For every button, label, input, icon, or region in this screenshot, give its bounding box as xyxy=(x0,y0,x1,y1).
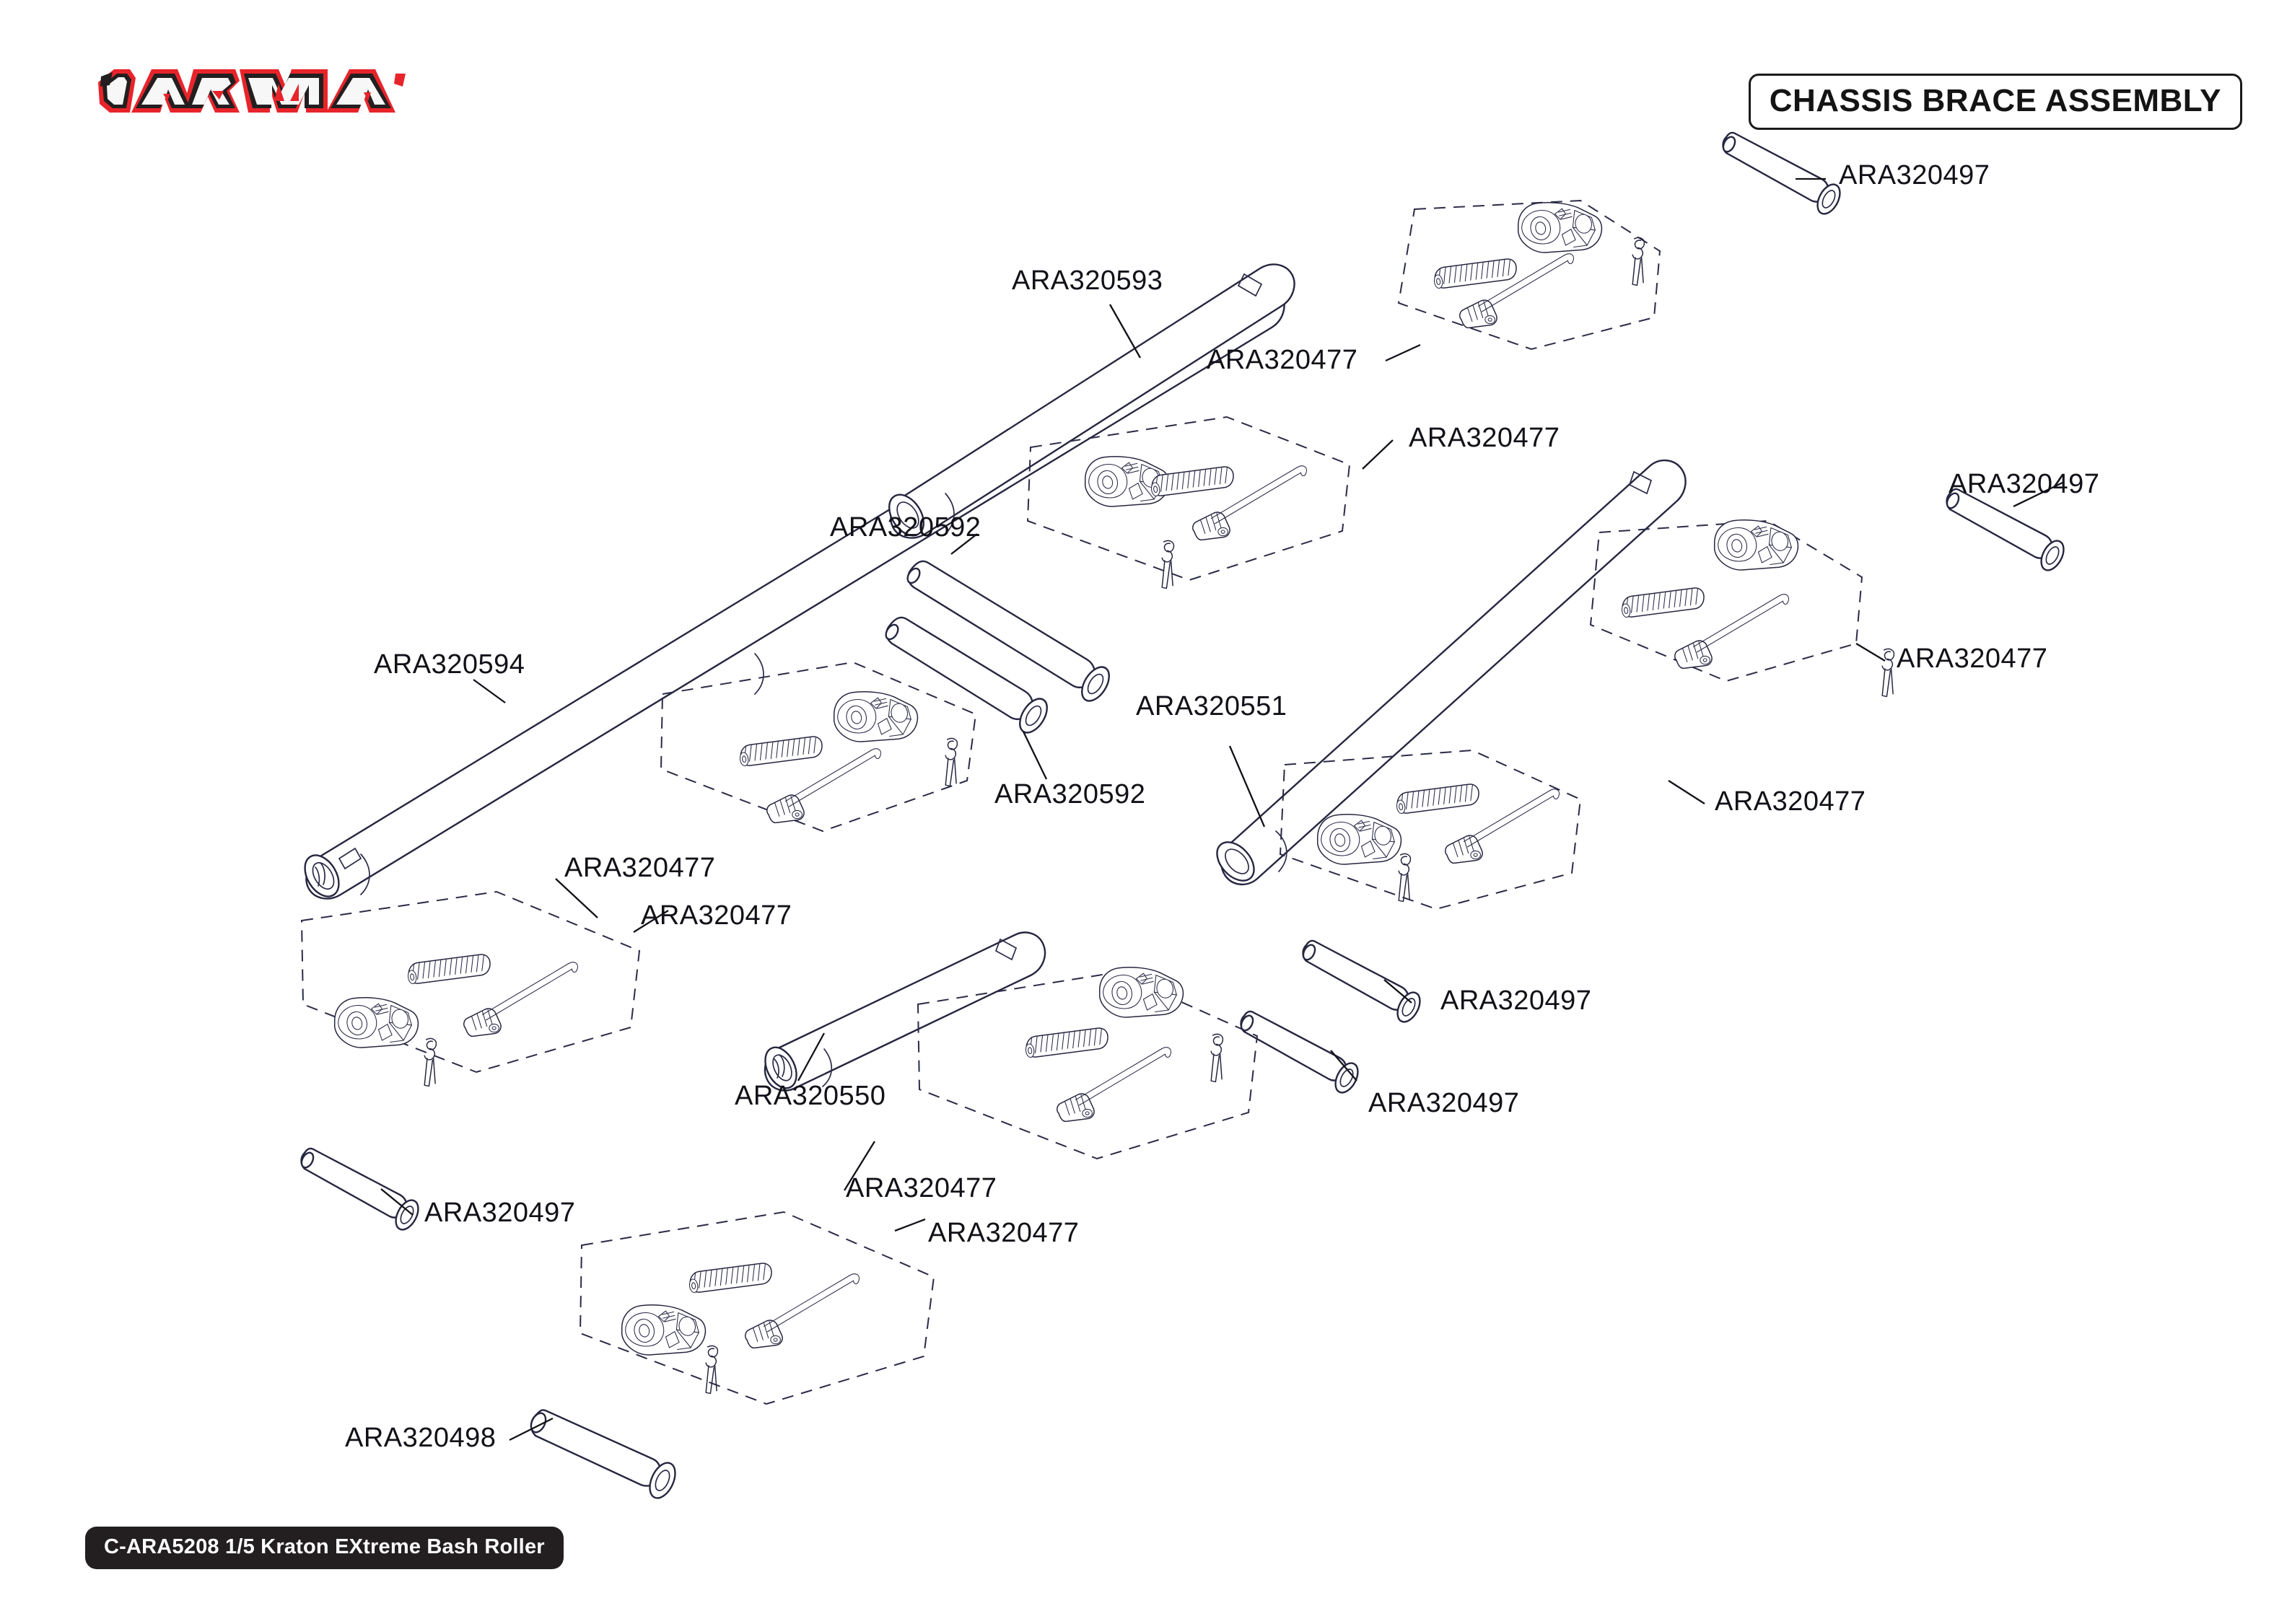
callout-label-ara320592-upper: ARA320592 xyxy=(830,512,981,543)
pin-ara320497-mid-b xyxy=(1238,1010,1364,1097)
rod-end-kit-group-6 xyxy=(300,890,641,1087)
model-footer-badge: C-ARA5208 1/5 Kraton EXtreme Bash Roller xyxy=(85,1527,564,1569)
callout-label-ara320477-g3: ARA320477 xyxy=(1897,644,2048,674)
tube-ara320551 xyxy=(1216,460,1687,885)
callout-label-ara320477-g7: ARA320477 xyxy=(846,1173,997,1203)
rod-end-kit-group-8 xyxy=(579,1211,935,1405)
callout-label-ara320497-mid-b: ARA320497 xyxy=(1368,1088,1520,1118)
callout-label-ara320497-left: ARA320497 xyxy=(424,1198,576,1228)
rod-end-kit-group-1 xyxy=(1397,199,1661,351)
callout-label-ara320477-g6b: ARA320477 xyxy=(641,900,792,931)
sheet-title-box: CHASSIS BRACE ASSEMBLY xyxy=(1748,74,2242,130)
rod-end-kit-group-2 xyxy=(1026,416,1351,589)
pin-ara320592-upper xyxy=(906,560,1110,702)
callout-label-ara320477-g5: ARA320477 xyxy=(1715,786,1866,817)
pin-ara320497-mid-a xyxy=(1300,939,1426,1027)
callout-label-ara320551: ARA320551 xyxy=(1136,691,1287,721)
callout-label-ara320497-mid-a: ARA320497 xyxy=(1440,986,1592,1016)
callout-label-ara320477-g1: ARA320477 xyxy=(1207,345,1358,375)
rod-end-kit-group-5 xyxy=(1279,749,1582,910)
callout-label-ara320497-top-right: ARA320497 xyxy=(1839,160,1990,190)
rod-end-kit-group-7 xyxy=(917,967,1259,1160)
tube-ara320593 xyxy=(888,263,1295,539)
arrma-logo xyxy=(85,56,410,128)
callout-label-ara320477-g6a: ARA320477 xyxy=(564,853,716,883)
rod-end-kit-group-4 xyxy=(660,661,977,833)
callout-label-ara320477-g8: ARA320477 xyxy=(928,1218,1080,1248)
callout-label-ara320550: ARA320550 xyxy=(735,1081,886,1111)
leader-lines xyxy=(380,177,2065,1441)
callout-label-ara320477-g2: ARA320477 xyxy=(1409,423,1560,453)
callout-label-ara320592-lower: ARA320592 xyxy=(994,779,1146,809)
pin-ara320497-left xyxy=(298,1147,424,1234)
model-name: C-ARA5208 1/5 Kraton EXtreme Bash Roller xyxy=(104,1535,545,1558)
callout-label-ara320497-right: ARA320497 xyxy=(1949,469,2100,499)
page-title: CHASSIS BRACE ASSEMBLY xyxy=(1769,83,2221,118)
pin-ara320497-top-right xyxy=(1720,131,1846,219)
callout-label-ara320498: ARA320498 xyxy=(345,1423,497,1453)
pin-ara320497-right xyxy=(1943,488,2070,575)
rod-end-kit-group-3 xyxy=(1589,519,1895,698)
callout-label-ara320594: ARA320594 xyxy=(374,649,525,680)
callout-label-ara320593: ARA320593 xyxy=(1012,265,1163,296)
tube-ara320550 xyxy=(764,931,1046,1092)
pin-ara320498 xyxy=(530,1409,676,1499)
